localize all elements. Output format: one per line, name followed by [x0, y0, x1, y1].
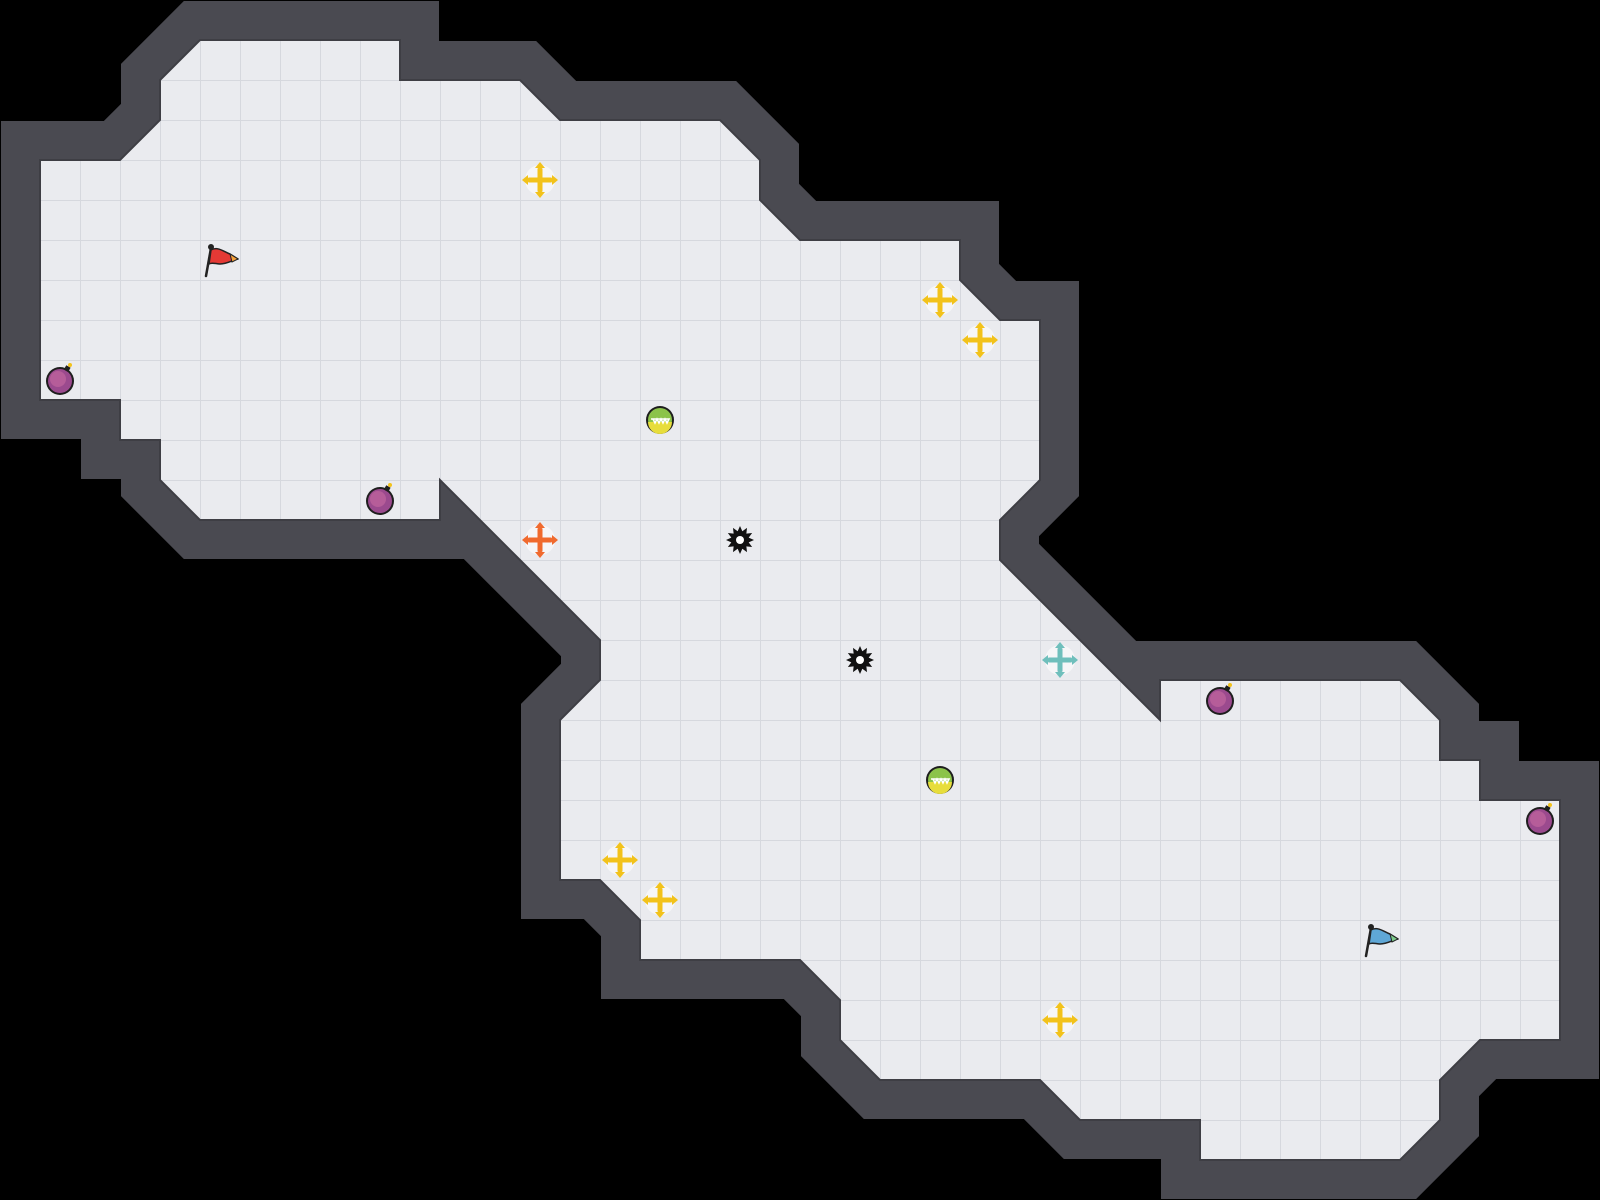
boost-arrow — [1042, 1015, 1048, 1025]
boost-arrow — [1055, 672, 1065, 678]
boost-bar-h — [968, 337, 992, 343]
spike-center — [736, 536, 744, 544]
bomb-spark — [388, 483, 392, 487]
boost-yellow-icon[interactable] — [1042, 1002, 1078, 1038]
flag-blue-icon[interactable] — [1364, 924, 1400, 958]
bomb-icon[interactable] — [1206, 683, 1234, 715]
boost-arrow — [655, 912, 665, 918]
boost-arrow — [615, 872, 625, 878]
boost-bar-h — [1048, 657, 1072, 663]
boost-yellow-icon[interactable] — [522, 162, 558, 198]
boost-arrow — [962, 335, 968, 345]
speed-pad-lower — [928, 782, 952, 794]
boost-arrow — [642, 895, 648, 905]
boost-arrow — [975, 322, 985, 328]
flag-red-icon[interactable] — [204, 244, 240, 278]
bomb-shine — [50, 371, 66, 387]
boost-arrow — [535, 552, 545, 558]
boost-yellow-icon[interactable] — [962, 322, 998, 358]
boost-bar-h — [608, 857, 632, 863]
boost-arrow — [935, 312, 945, 318]
boost-arrow — [672, 895, 678, 905]
boost-arrow — [1055, 1002, 1065, 1008]
boost-yellow-icon[interactable] — [602, 842, 638, 878]
boost-arrow — [615, 842, 625, 848]
boost-arrow — [552, 535, 558, 545]
bomb-spark — [1548, 803, 1552, 807]
spike-icon[interactable] — [846, 646, 874, 674]
boost-arrow — [522, 175, 528, 185]
boost-bar-h — [1048, 1017, 1072, 1023]
boost-bar-h — [648, 897, 672, 903]
flag-tip — [1389, 932, 1400, 943]
speed-pad-icon[interactable] — [646, 406, 674, 434]
speed-pad-chevrons — [651, 417, 671, 425]
boost-orange-icon[interactable] — [522, 522, 558, 558]
bomb-fuse — [1223, 685, 1231, 693]
speed-pad-lower — [648, 422, 672, 434]
flag-cloth — [208, 247, 239, 265]
boost-arrow — [552, 175, 558, 185]
bomb-fuse — [1543, 805, 1551, 813]
boost-arrow — [1055, 642, 1065, 648]
spike-center — [856, 656, 864, 664]
bomb-fuse — [63, 365, 71, 373]
boost-yellow-icon[interactable] — [922, 282, 958, 318]
boost-arrow — [1072, 655, 1078, 665]
flag-tip — [229, 252, 240, 263]
boost-arrow — [535, 522, 545, 528]
boost-arrow — [522, 535, 528, 545]
bomb-icon[interactable] — [1526, 803, 1554, 835]
bomb-icon[interactable] — [46, 363, 74, 395]
boost-teal-icon[interactable] — [1042, 642, 1078, 678]
bomb-spark — [68, 363, 72, 367]
boost-arrow — [952, 295, 958, 305]
speed-pad-icon[interactable] — [926, 766, 954, 794]
boost-bar-h — [528, 537, 552, 543]
spike-icon[interactable] — [726, 526, 754, 554]
boost-arrow — [1042, 655, 1048, 665]
bomb-shine — [370, 491, 386, 507]
boost-bar-h — [928, 297, 952, 303]
boost-yellow-icon[interactable] — [642, 882, 678, 918]
bomb-shine — [1530, 811, 1546, 827]
boost-arrow — [602, 855, 608, 865]
bomb-spark — [1228, 683, 1232, 687]
boost-arrow — [935, 282, 945, 288]
boost-bar-h — [528, 177, 552, 183]
bomb-shine — [1210, 691, 1226, 707]
bomb-fuse — [383, 485, 391, 493]
boost-arrow — [1072, 1015, 1078, 1025]
floor — [39, 39, 1561, 1161]
boost-arrow — [655, 882, 665, 888]
boost-arrow — [992, 335, 998, 345]
bomb-icon[interactable] — [366, 483, 394, 515]
boost-arrow — [922, 295, 928, 305]
boost-arrow — [535, 162, 545, 168]
boost-arrow — [535, 192, 545, 198]
flag-cloth — [1368, 927, 1399, 945]
boost-arrow — [632, 855, 638, 865]
boost-arrow — [1055, 1032, 1065, 1038]
boost-arrow — [975, 352, 985, 358]
speed-pad-chevrons — [931, 777, 951, 785]
